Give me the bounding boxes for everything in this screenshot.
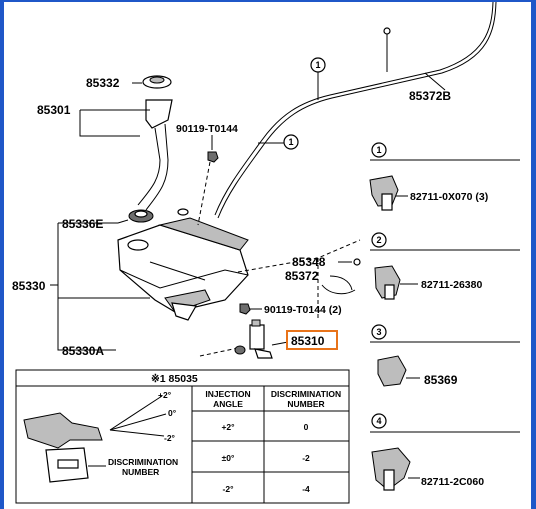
inset-table: [191, 385, 350, 504]
small-hose-85372: [321, 284, 356, 295]
label-85372: 85372: [285, 269, 319, 283]
washer-nozzle-85035: [23, 412, 103, 449]
highlight-85310[interactable]: [286, 330, 338, 350]
callout-circle-1-detail: [371, 142, 387, 158]
washer-hose: [214, 1, 494, 216]
leader-85372b: [424, 72, 446, 91]
angle-mark-minus2: -2°: [164, 433, 176, 443]
callout-circle-1b: [283, 134, 299, 150]
angle-ray-minus2: [109, 429, 165, 437]
callout-1b-text: 1: [288, 137, 293, 147]
pump-grommet: [234, 345, 246, 355]
callout-2-text: 2: [376, 235, 381, 245]
label-85369: 85369: [424, 373, 458, 387]
header-injection-line1: INJECTION: [205, 389, 250, 399]
leader-85330a: [57, 223, 116, 351]
header-discrimination-line1: DISCRIMINATION: [271, 389, 341, 399]
callout-circle-2: [371, 232, 387, 248]
label-90119-t0144-2: 90119-T0144 (2): [264, 304, 342, 316]
callout-1-detail-text: 1: [376, 145, 381, 155]
leader-85310: [271, 341, 289, 346]
callout-4-text: 4: [376, 416, 381, 426]
callout-1a-text: 1: [315, 60, 320, 70]
label-85336e: 85336E: [62, 217, 103, 231]
row1-number: 0: [304, 422, 309, 432]
clip-85369: [377, 355, 407, 387]
leader-85301: [79, 110, 140, 137]
label-85372b: 85372B: [409, 89, 451, 103]
label-82711-26380: 82711-26380: [421, 279, 482, 291]
bolt-90119-lower: [239, 303, 251, 315]
row3-number: -4: [302, 484, 310, 494]
label-85310[interactable]: 85310: [291, 334, 325, 348]
label-90119-t0144: 90119-T0144: [176, 123, 238, 135]
discrimination-label-line2: NUMBER: [122, 467, 159, 477]
filler-neck-pipe: [137, 127, 161, 206]
row2-angle: ±0°: [222, 453, 235, 463]
label-85330: 85330: [12, 279, 46, 293]
header-injection-line2: ANGLE: [213, 399, 243, 409]
row2-number: -2: [302, 453, 310, 463]
filler-neck-top: [145, 99, 173, 129]
callout-3-text: 3: [376, 327, 381, 337]
angle-mark-plus2: +2°: [158, 390, 172, 400]
angle-ray-0: [109, 413, 167, 431]
washer-pump-85310: [249, 324, 265, 350]
washer-hose-edge: [217, 1, 497, 219]
callout-circle-4: [371, 413, 387, 429]
label-85332: 85332: [86, 76, 120, 90]
label-85301: 85301: [37, 103, 71, 117]
header-discrimination-line2: NUMBER: [287, 399, 324, 409]
discrimination-label-line1: DISCRIMINATION: [108, 457, 178, 467]
cap-85348: [353, 258, 361, 266]
row3-angle: -2°: [223, 484, 235, 494]
label-82711-2c060: 82711-2C060: [421, 476, 484, 488]
leader-85336e: [117, 219, 129, 224]
clamp-82711-2c060: [371, 447, 411, 491]
row1-angle: +2°: [221, 422, 235, 432]
inset-title: ※1 85035: [151, 373, 198, 385]
label-82711-0x070: 82711-0X070 (3): [410, 191, 488, 203]
label-85330a: 85330A: [62, 344, 104, 358]
angle-ray-plus2: [109, 395, 163, 431]
bolt-90119-top: [207, 151, 219, 163]
hose-clamp-marker: [383, 27, 391, 35]
label-85348: 85348: [292, 255, 326, 269]
tank-bottom-bracket: [171, 302, 197, 321]
callout-circle-3: [371, 324, 387, 340]
leader-85372: [329, 275, 353, 291]
callout-circle-1a: [310, 57, 326, 73]
angle-mark-0: 0°: [168, 408, 177, 418]
